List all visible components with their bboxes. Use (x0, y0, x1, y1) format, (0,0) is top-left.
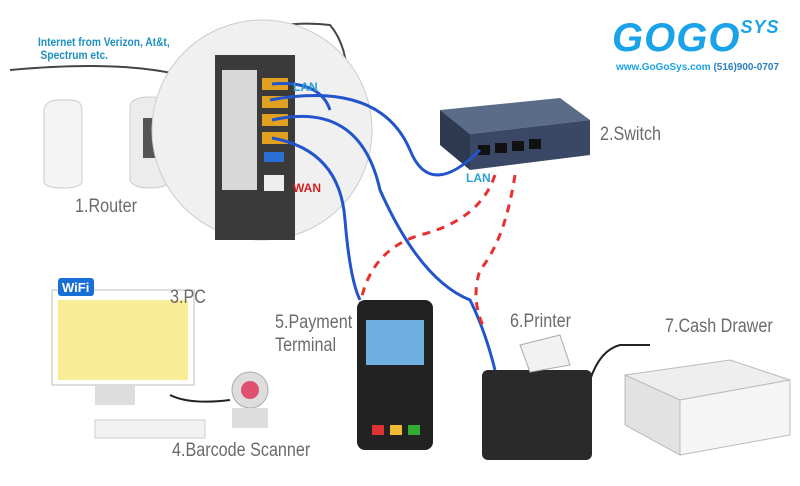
cable-router-switch (269, 94, 482, 177)
payment-terminal-label-2: Terminal (275, 335, 337, 356)
cable-router-wan (271, 82, 332, 111)
cable-router-terminal (271, 136, 362, 301)
wifi-to-printer (474, 174, 517, 331)
barcode-scanner-image (231, 371, 269, 428)
cash-drawer-label: 7.Cash Drawer (665, 316, 773, 337)
internet-source-note: Internet from Verizon, At&t, Spectrum et… (38, 36, 170, 62)
payment-terminal-label: 5.Payment (275, 312, 353, 333)
wifi-to-terminal (358, 174, 497, 306)
router-zoom-image (151, 19, 373, 241)
logo-suffix: SYS (740, 17, 780, 37)
phone: (516)900-0707 (713, 62, 780, 73)
switch-label: 2.Switch (600, 124, 662, 145)
router-lan-label: LAN (293, 80, 318, 94)
printer-image (482, 334, 592, 460)
internet-note-line: Spectrum etc. (40, 48, 109, 62)
payment-terminal-image (357, 300, 433, 450)
cable-router-printer (271, 114, 497, 371)
router-label: 1.Router (75, 196, 137, 217)
router-wan-label: WAN (293, 181, 321, 195)
cable-printer-drawer (589, 344, 650, 381)
switch-lan-label: LAN (466, 171, 491, 185)
gogosys-logo: GOGOSYS (612, 18, 779, 58)
logo-brand: GOGO (612, 16, 741, 60)
printer-label: 6.Printer (510, 311, 572, 332)
internet-note-line: Internet from Verizon, At&t, (38, 35, 170, 49)
logo-contact: www.GoGoSys.com (516)900-0707 (616, 62, 779, 74)
wifi-badge: WiFi (62, 280, 90, 295)
cable-scanner (169, 394, 231, 403)
switch-image (440, 98, 590, 170)
cash-drawer-image (623, 359, 791, 456)
pc-label: 3.PC (170, 287, 206, 308)
barcode-scanner-label: 4.Barcode Scanner (172, 440, 311, 461)
router-front-image (43, 99, 83, 189)
website: www.GoGoSys.com (616, 62, 711, 73)
pc-image (51, 278, 206, 439)
